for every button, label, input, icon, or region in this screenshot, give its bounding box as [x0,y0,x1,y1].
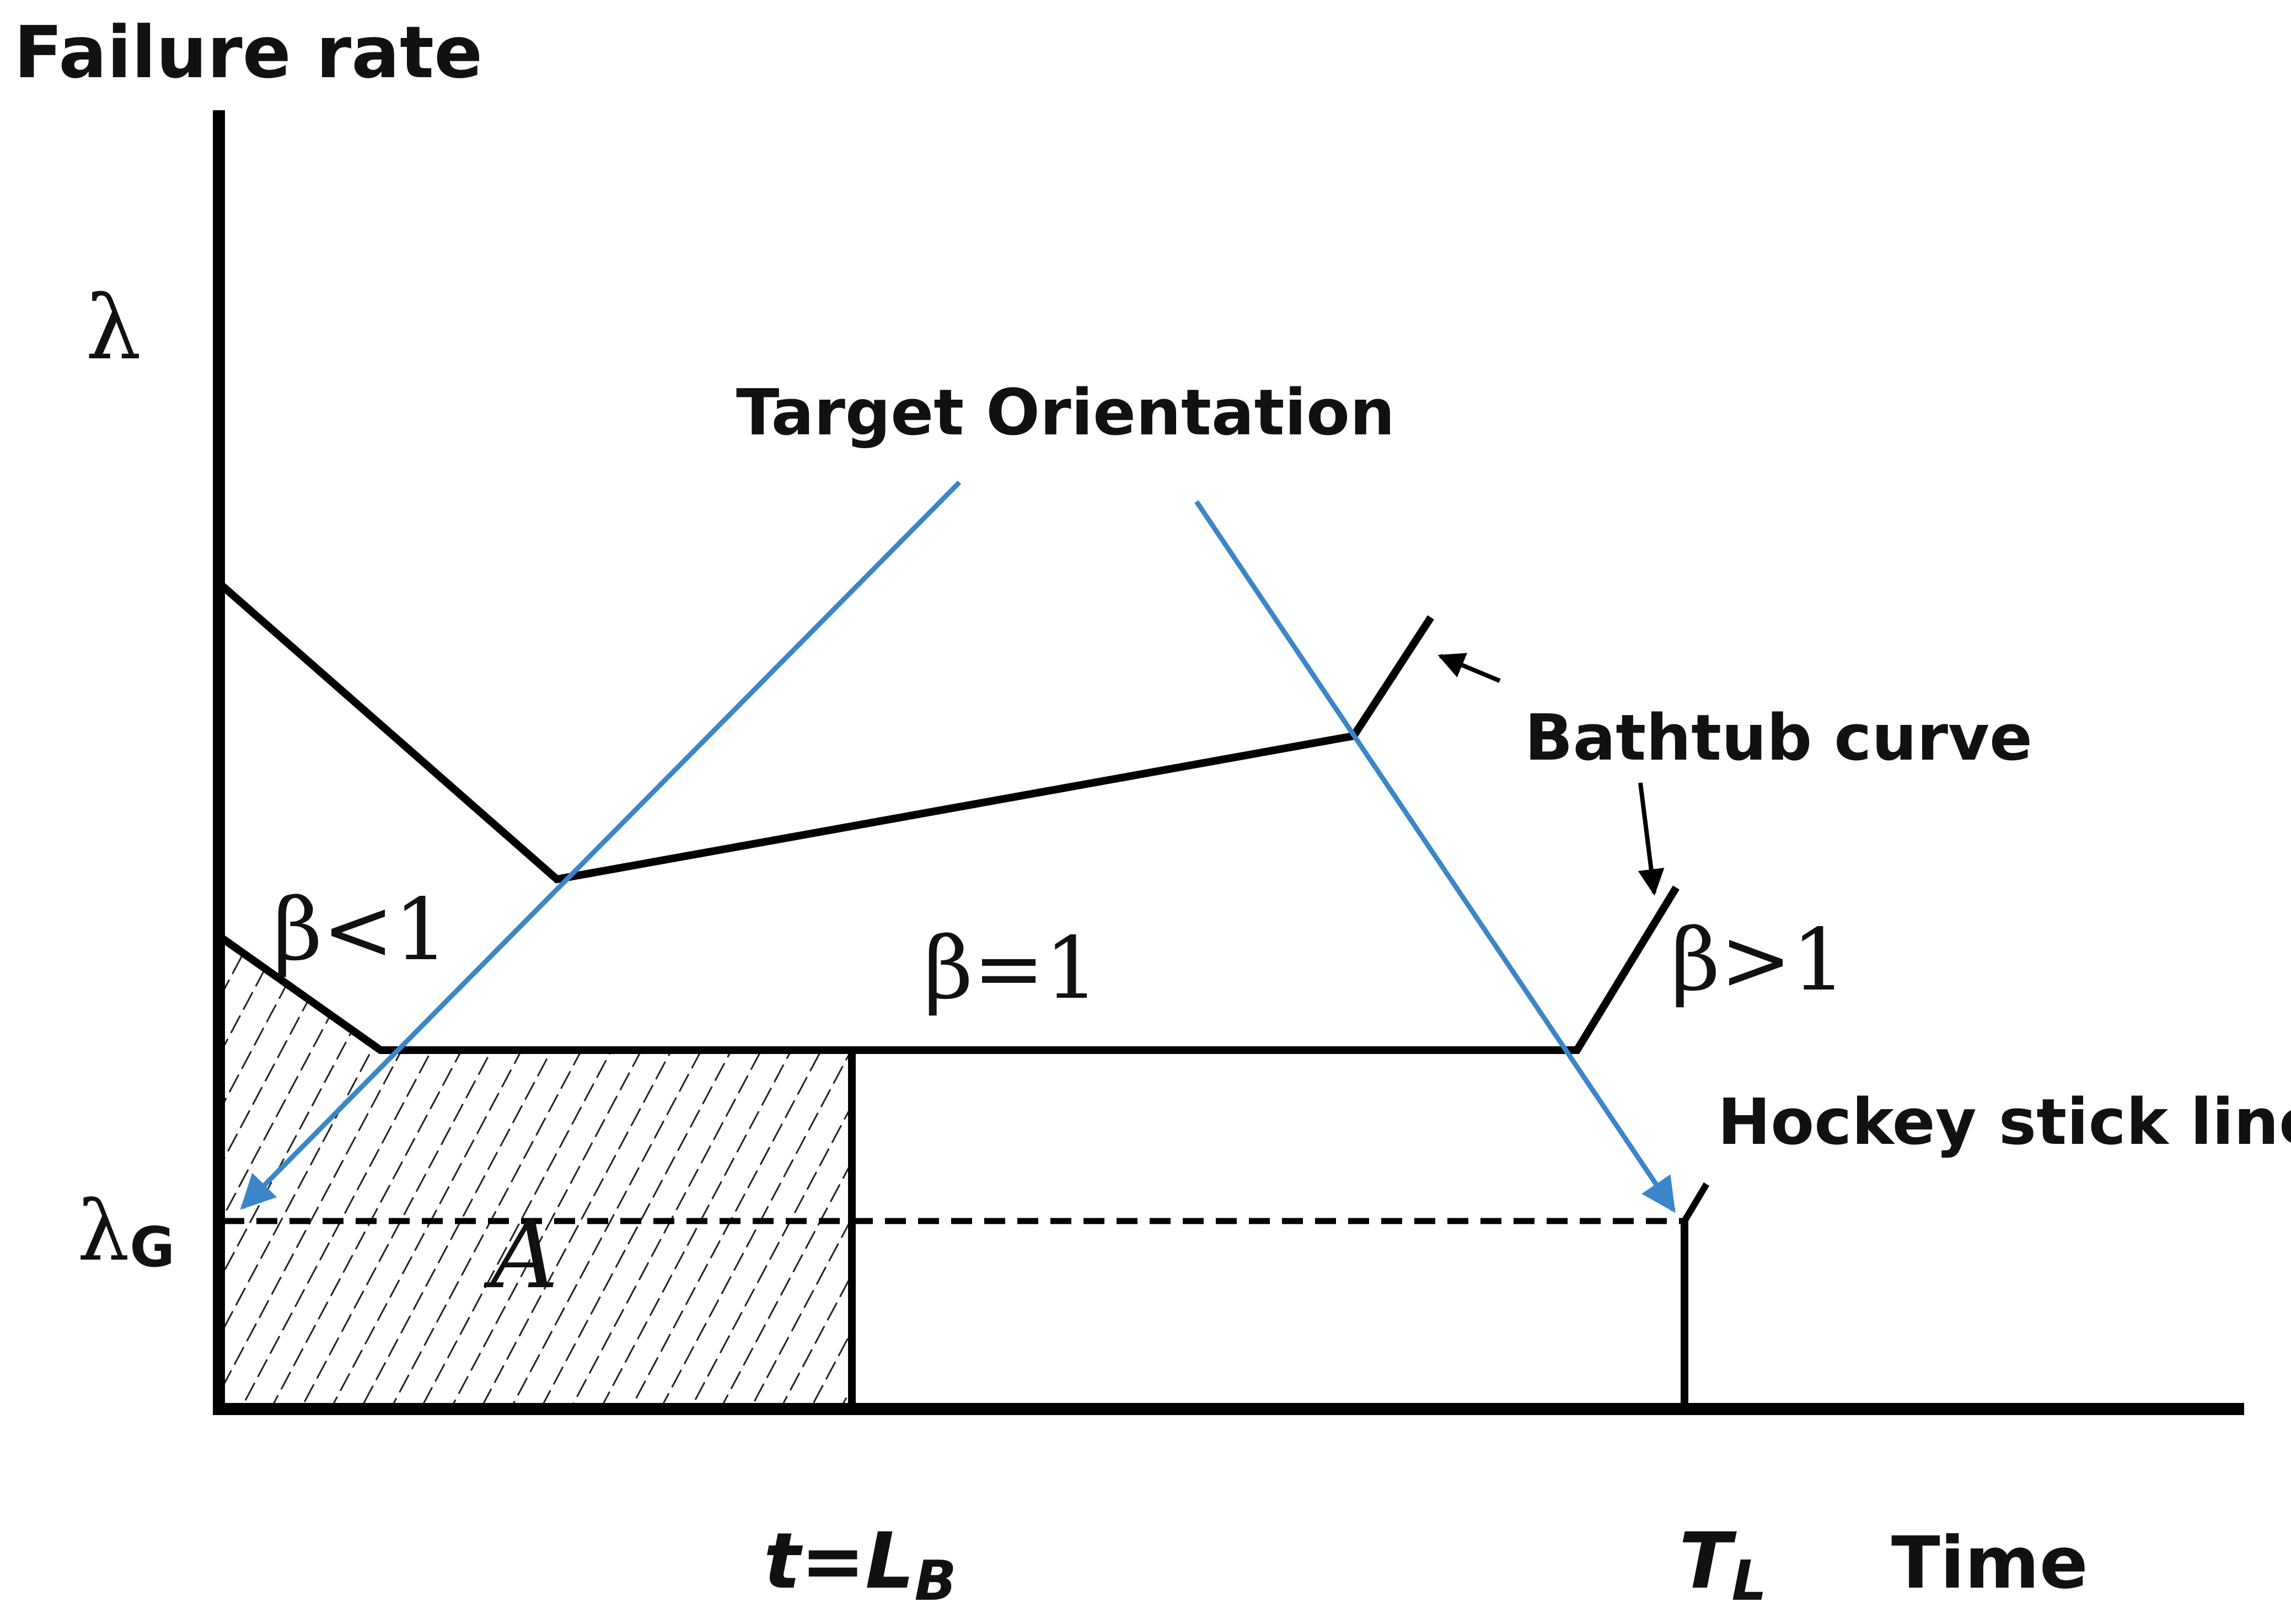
target-arrow-left [240,480,962,1210]
bathtub-pointer-arrow-2 [1638,782,1665,896]
x-axis-title: Time [1891,1521,2088,1605]
beta-equal-one-label: β=1 [924,918,1099,1018]
bathtub-pointer-arrow-1 [1437,653,1501,683]
target-arrow-right [1194,500,1676,1213]
y-axis-symbol: λ [85,276,141,379]
y-axis-title: Failure rate [14,10,482,94]
beta-less-than-one-label: β<1 [273,880,448,980]
bathtub-curve [218,581,1434,884]
lambda-g-label: λG [77,1184,175,1279]
area-a-hatch [221,937,852,1408]
hockey-stick-line [1681,1182,1710,1223]
area-a-label: A [484,1201,559,1310]
hockey-stick-curve [218,885,1680,1054]
tl-time-label: TL [1679,1517,1767,1613]
lb-time-label: t=LB [764,1517,957,1613]
bathtub-curve-label: Bathtub curve [1525,701,2032,775]
beta-greater-than-one-label: β>1 [1671,910,1846,1010]
target-orientation-label: Target Orientation [736,376,1395,450]
hockey-stick-line-label: Hockey stick line [1718,1085,2291,1159]
